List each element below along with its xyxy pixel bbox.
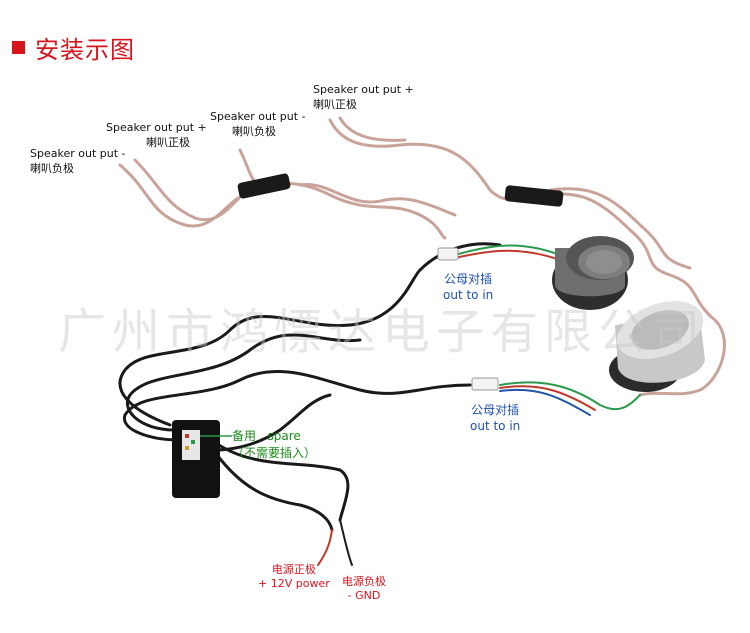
speaker-label-pos-1: Speaker out put + 喇叭正极: [106, 120, 207, 150]
control-box: [172, 420, 232, 498]
inline-sleeves: [237, 173, 564, 207]
speaker-label-cn: 喇叭正极: [106, 135, 207, 150]
speaker-label-en: Speaker out put +: [313, 82, 414, 97]
spare-label: 备用 spare （不需要插入）: [232, 428, 316, 462]
speaker-label-cn: 喇叭负极: [30, 161, 125, 176]
speaker-label-cn: 喇叭负极: [210, 124, 305, 139]
connector-label-2: 公母对插 out to in: [470, 402, 520, 434]
connector-label-en: out to in: [443, 287, 493, 303]
spare-label-note: （不需要插入）: [232, 445, 316, 462]
speaker-label-cn: 喇叭正极: [313, 97, 414, 112]
spare-label-en: spare: [267, 429, 300, 443]
power-label-en: + 12V power: [258, 577, 330, 591]
speaker-label-neg-1: Speaker out put - 喇叭负极: [30, 146, 125, 176]
connector-label-cn: 公母对插: [443, 271, 493, 287]
connector-label-en: out to in: [470, 418, 520, 434]
connector-label-1: 公母对插 out to in: [443, 271, 493, 303]
power-positive-label: 电源正极 + 12V power: [258, 563, 330, 591]
spare-label-cn: 备用: [232, 429, 256, 443]
speaker-label-en: Speaker out put -: [210, 109, 305, 124]
speaker-label-pos-2: Speaker out put + 喇叭正极: [313, 82, 414, 112]
company-watermark: 广州市鸿慓达电子有限公司: [58, 292, 706, 362]
power-label-en: - GND: [342, 589, 386, 603]
speaker-label-en: Speaker out put +: [106, 120, 207, 135]
power-label-cn: 电源负极: [342, 575, 386, 589]
power-label-cn: 电源正极: [258, 563, 330, 577]
speaker-label-neg-2: Speaker out put - 喇叭负极: [210, 109, 305, 139]
power-ground-label: 电源负极 - GND: [342, 575, 386, 603]
connector-label-cn: 公母对插: [470, 402, 520, 418]
